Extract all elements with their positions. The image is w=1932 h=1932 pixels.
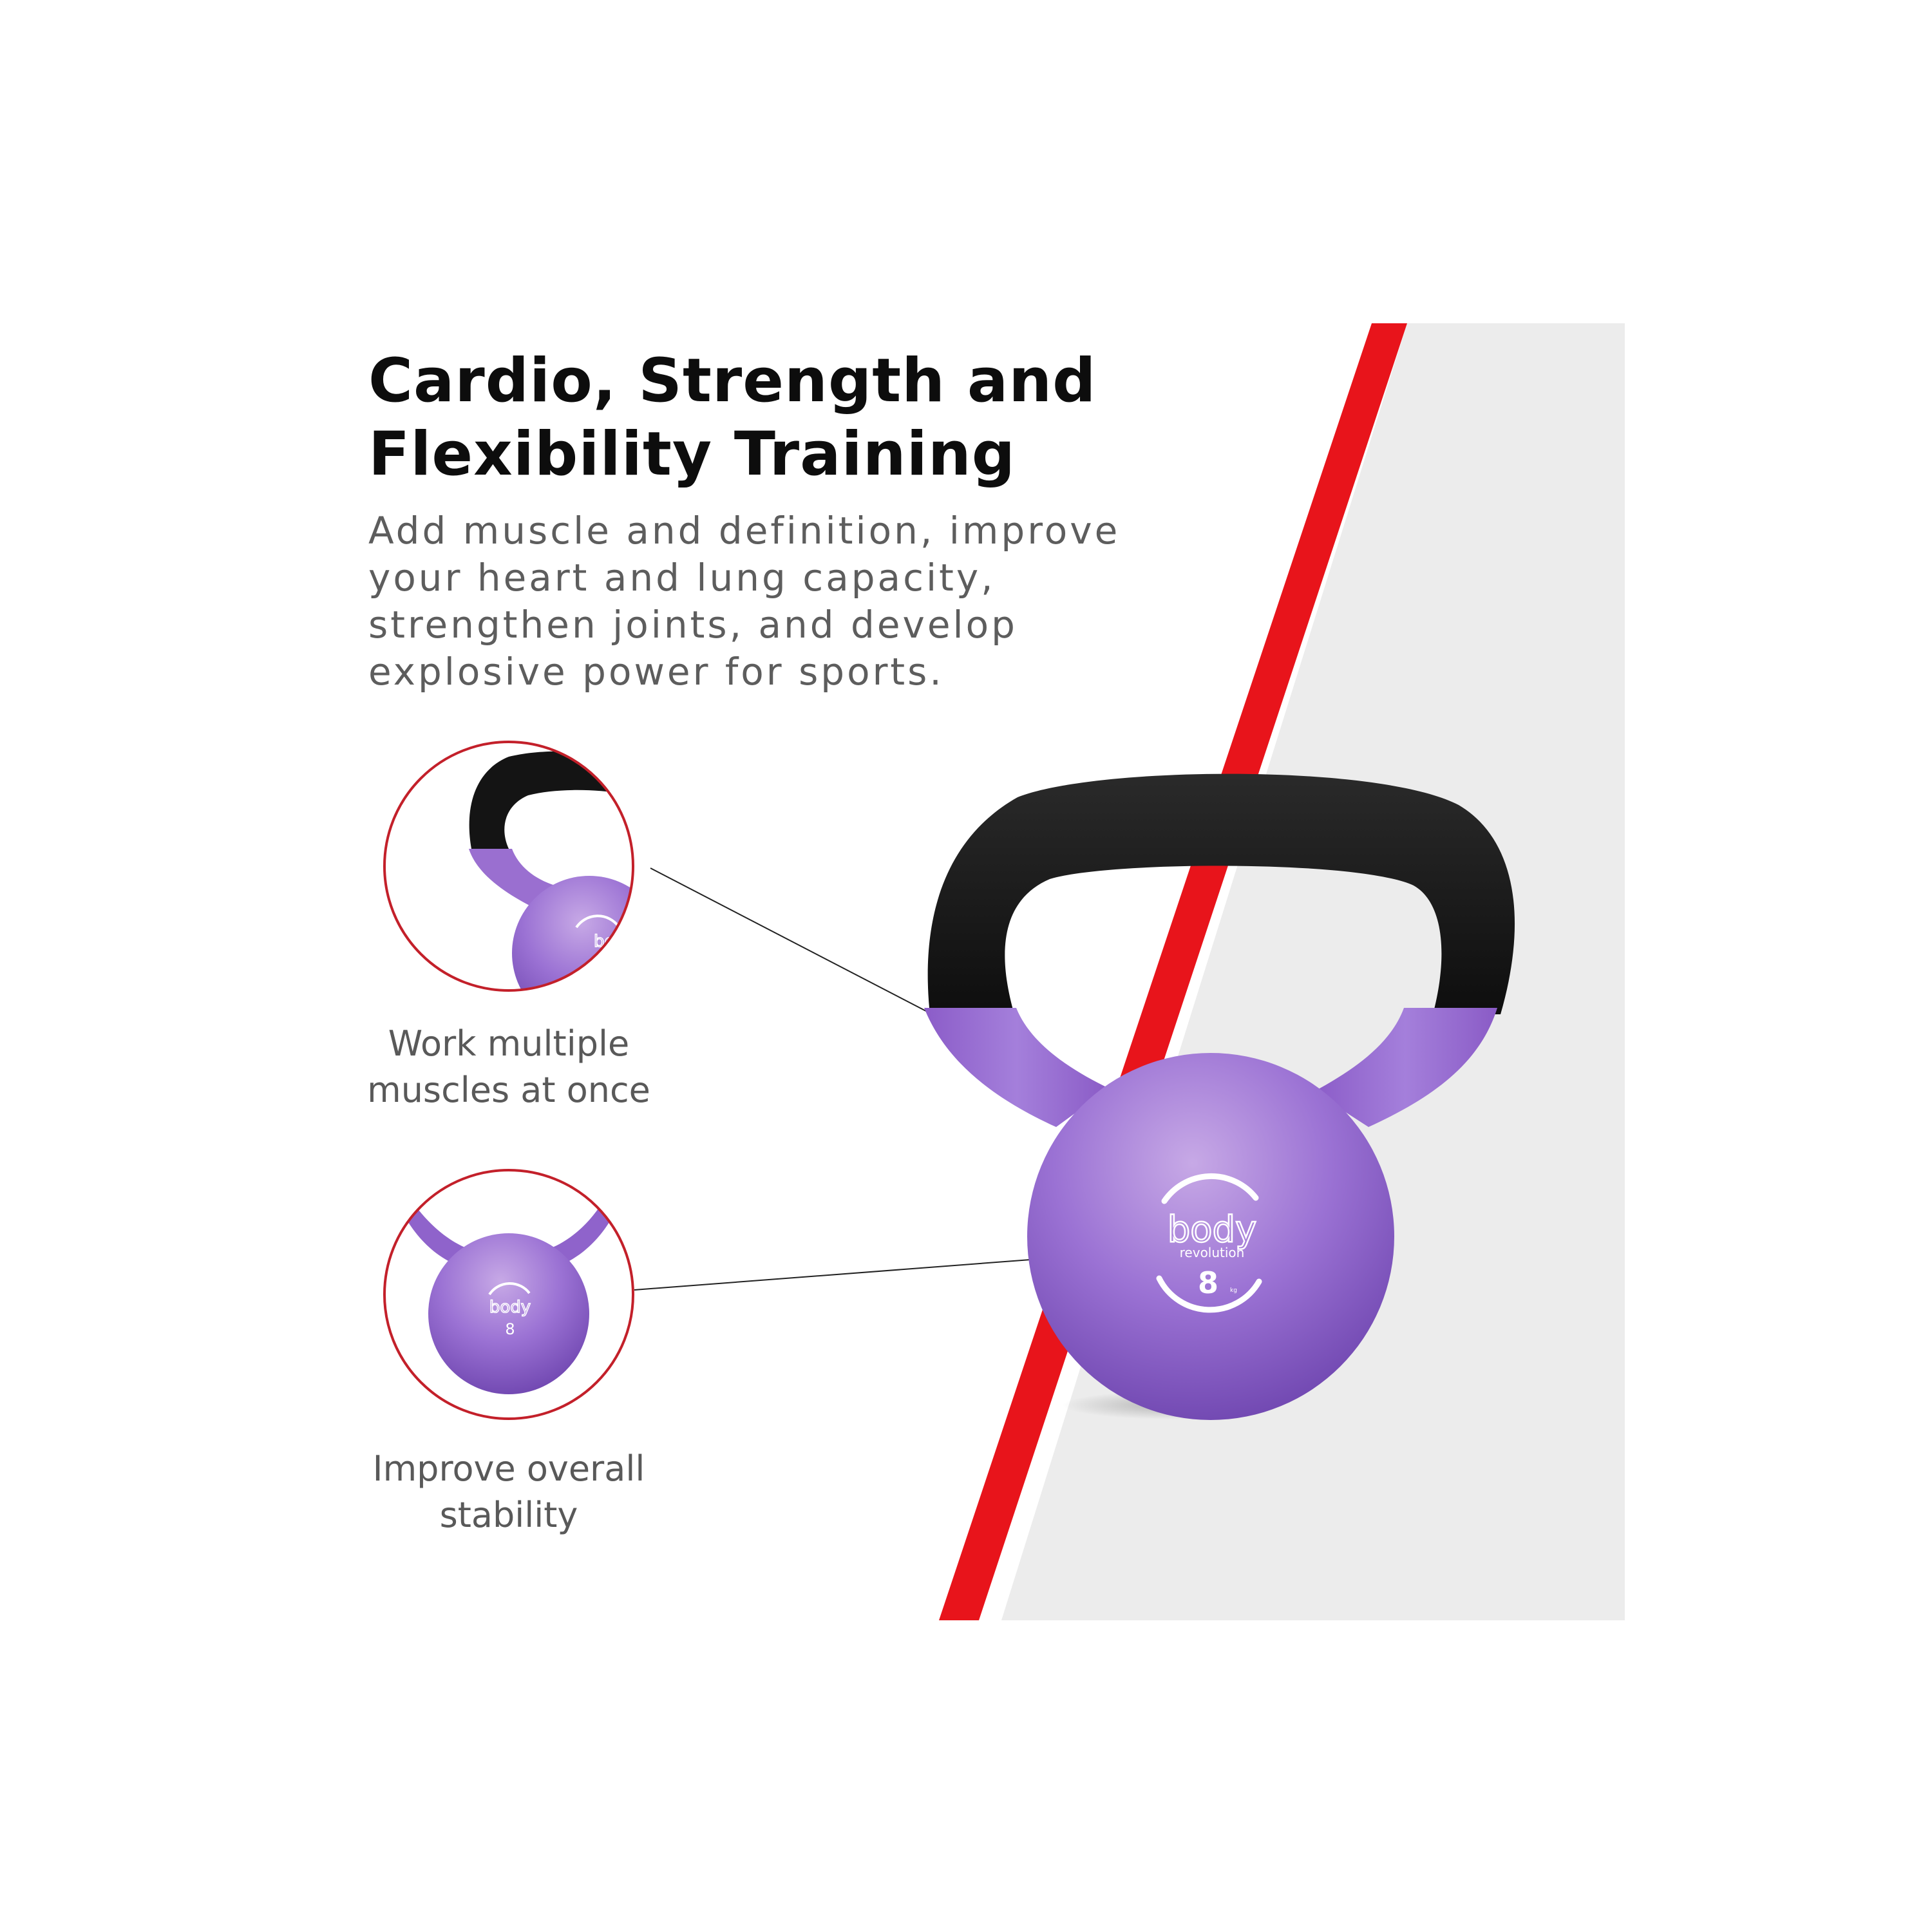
kettlebell-main: body revolution 8 kg — [924, 773, 1515, 1420]
headline-line-2: Flexibility Training — [368, 419, 1016, 489]
weight-number: 8 — [1198, 1265, 1218, 1300]
callout-label-muscles: Work multiple muscles at once — [316, 1021, 702, 1113]
brand-logo-revolution-text: revolution — [1180, 1245, 1245, 1260]
headline-line-1: Cardio, Strength and — [368, 346, 1097, 416]
leader-line-handle — [650, 867, 927, 1012]
kettlebell-handle — [927, 773, 1515, 1014]
svg-text:body: body — [489, 1298, 531, 1317]
callout-label-stability: Improve overall stability — [316, 1446, 702, 1539]
callout-circle-handle: body — [383, 741, 635, 992]
svg-text:body: body — [594, 932, 635, 951]
callout-1-line-2: muscles at once — [367, 1070, 650, 1110]
body-copy-line-4: explosive power for sports. — [368, 650, 944, 694]
weight-unit: kg — [1230, 1287, 1237, 1294]
brand-logo: body revolution 8 kg — [1156, 1173, 1262, 1313]
body-copy-line-3: strengthen joints, and develop — [368, 603, 1018, 647]
callout-2-line-2: stability — [439, 1495, 578, 1535]
body-copy-line-1: Add muscle and definition, improve — [368, 509, 1121, 553]
headline: Cardio, Strength and Flexibility Trainin… — [368, 345, 1141, 491]
kettlebell-ball — [1027, 1053, 1394, 1420]
body-copy: Add muscle and definition, improve your … — [368, 507, 1154, 696]
body-copy-line-2: your heart and lung capacity, — [368, 556, 996, 600]
svg-text:8: 8 — [505, 1320, 515, 1338]
kettlebell-right-neck — [1314, 1008, 1497, 1127]
callout-2-line-1: Improve overall — [372, 1448, 645, 1489]
kettlebell-left-neck — [924, 1008, 1109, 1127]
callout-1-line-1: Work multiple — [388, 1023, 630, 1064]
leader-line-body — [634, 1259, 1031, 1291]
callout-circle-body: body 8 — [383, 1169, 634, 1420]
brand-logo-body-text: body — [1168, 1209, 1257, 1251]
